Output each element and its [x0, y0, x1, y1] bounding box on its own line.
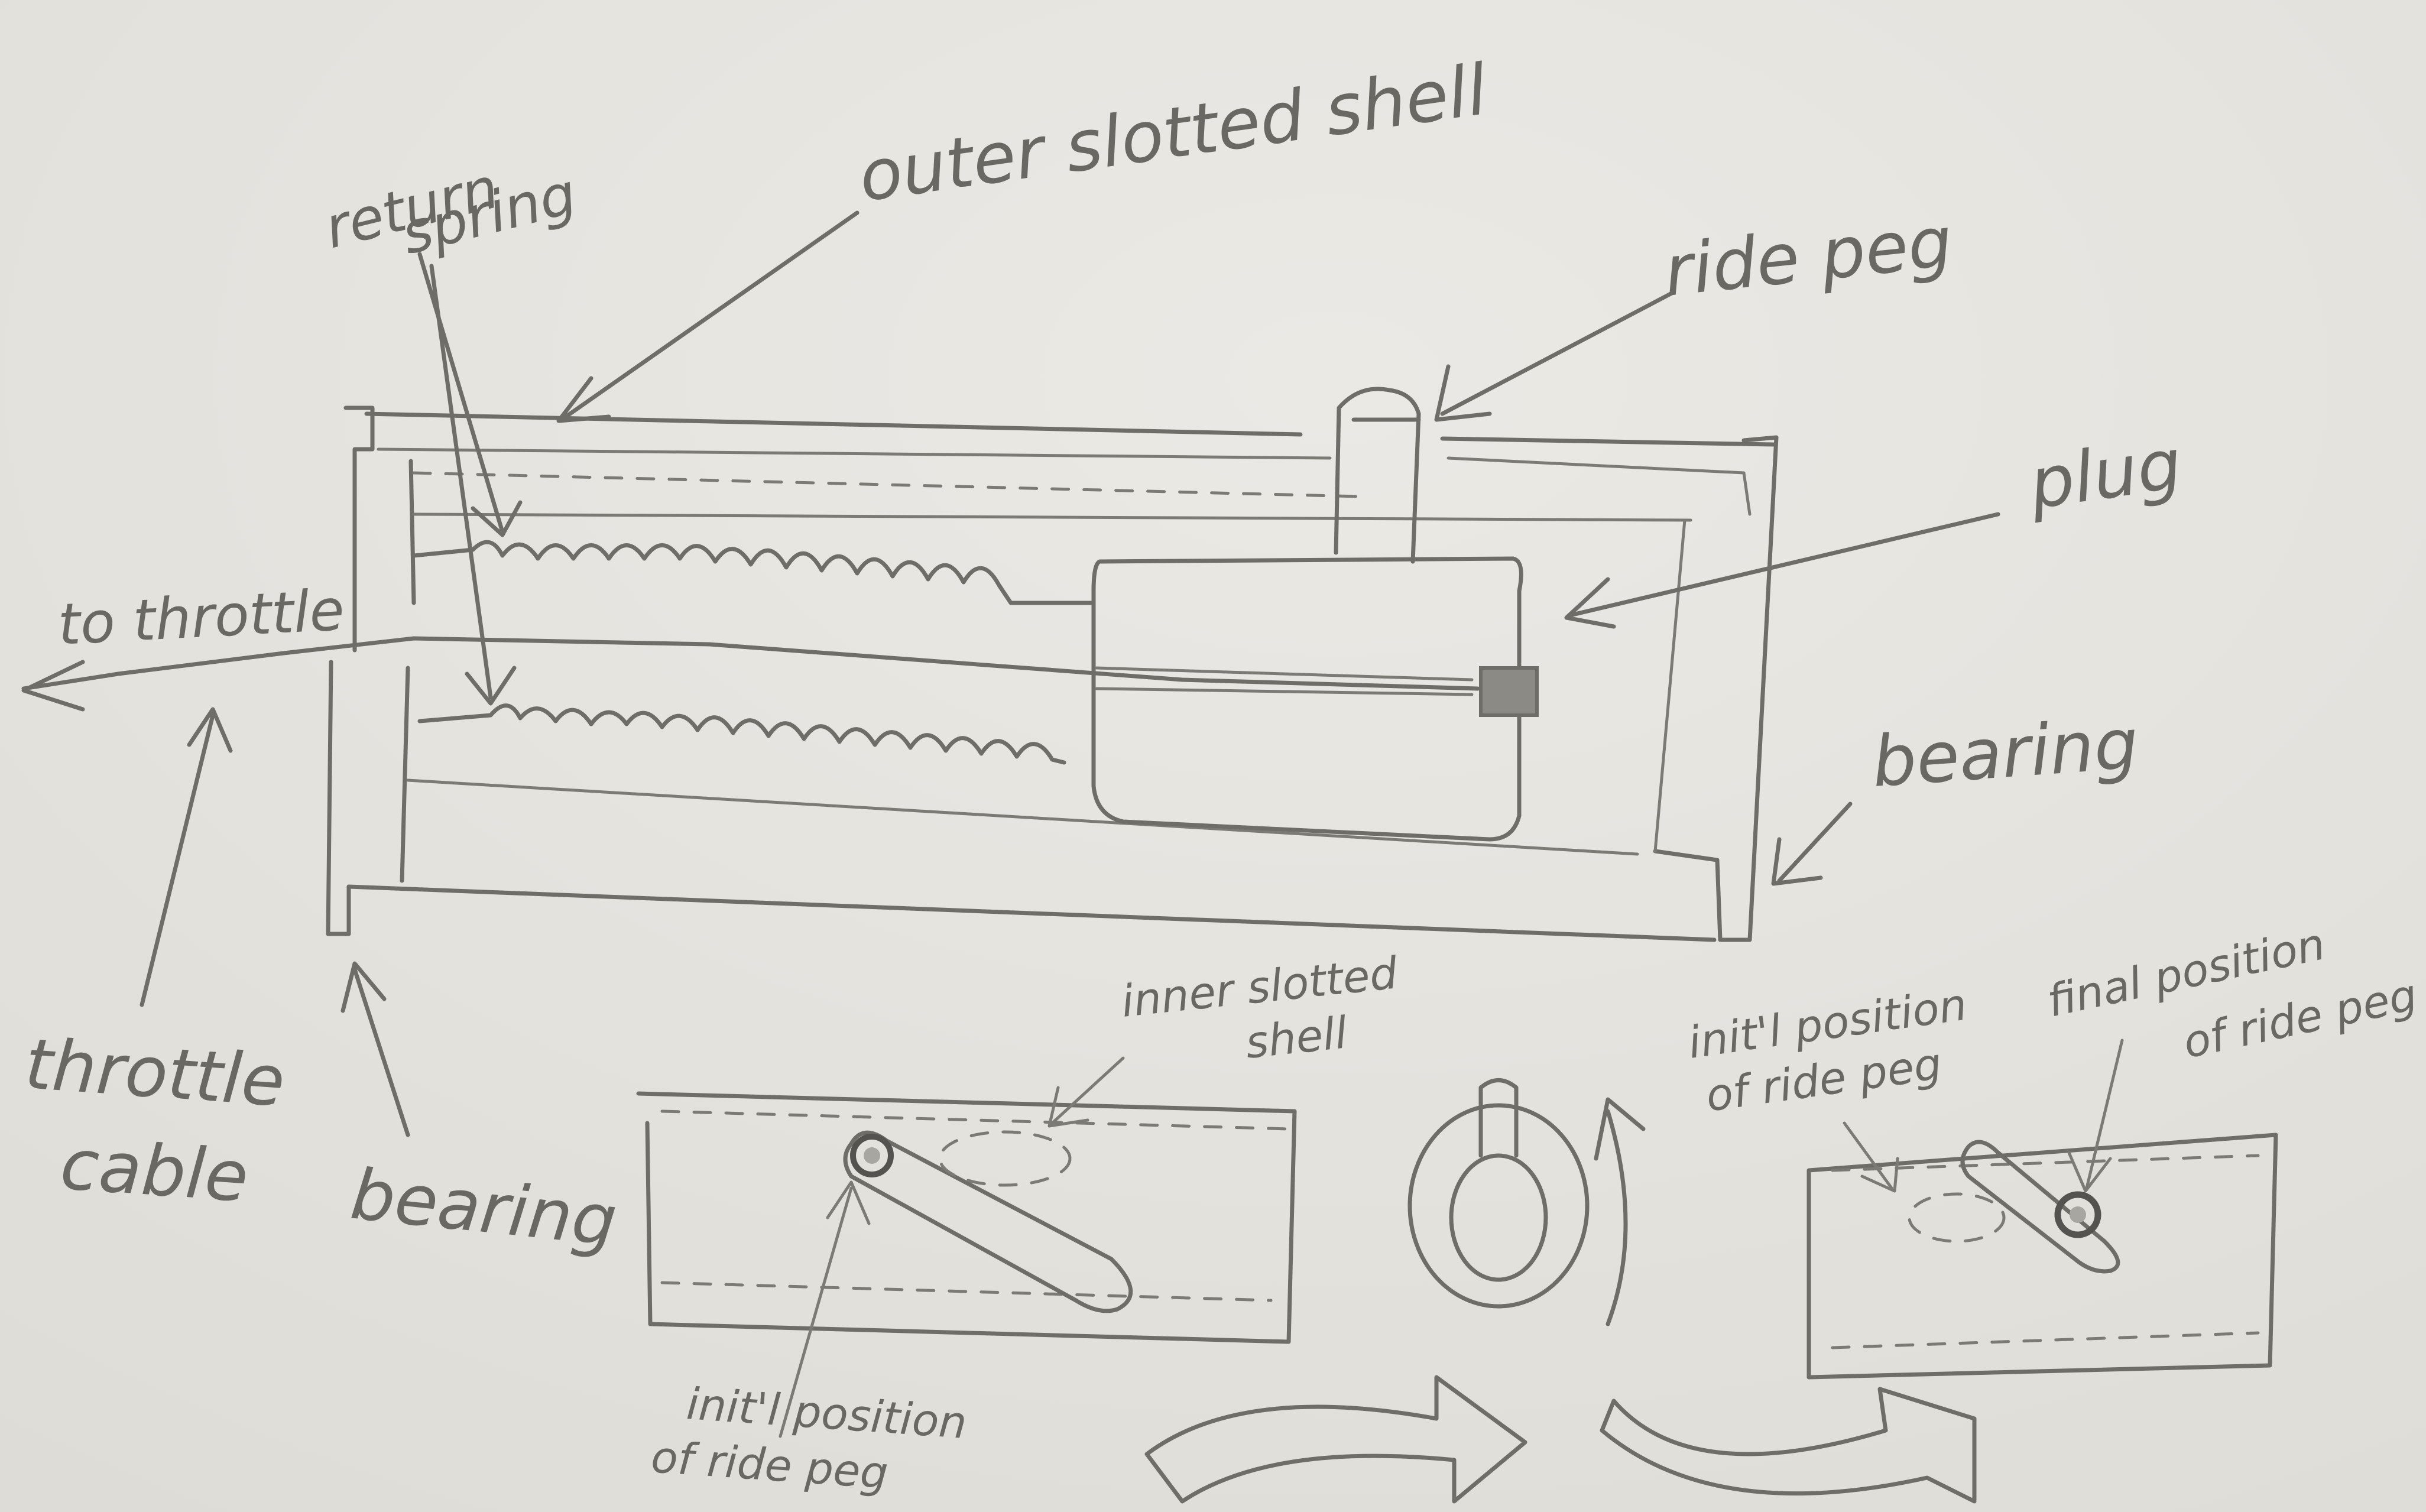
ride-peg-initial-a-core	[864, 1147, 880, 1164]
label-throttle-cable-2: cable	[58, 1123, 251, 1218]
throttle-cable-anchor	[1481, 668, 1537, 715]
label-inner-shell-2: shell	[1243, 1007, 1350, 1069]
ride-peg-final-b-core	[2070, 1206, 2086, 1223]
